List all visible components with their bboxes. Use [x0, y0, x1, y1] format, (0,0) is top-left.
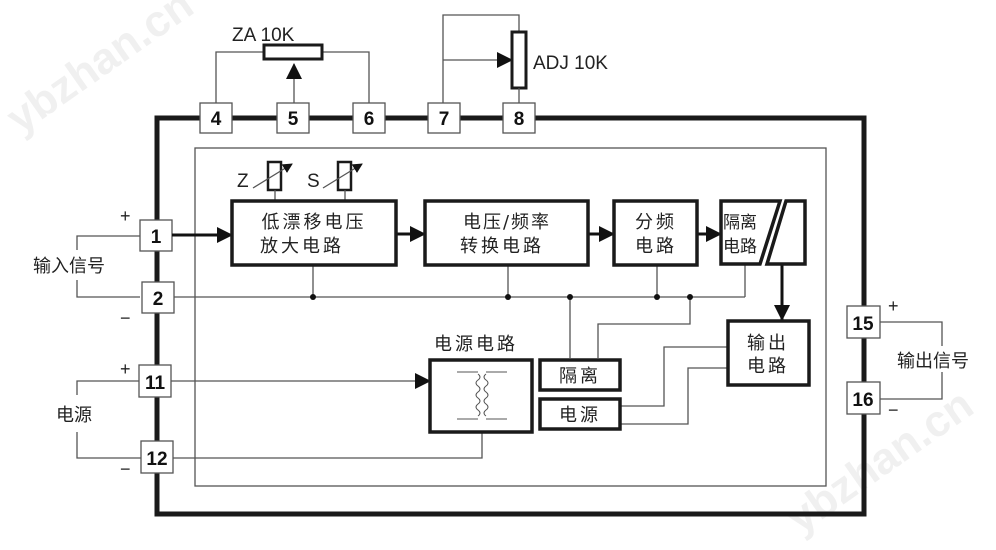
terminal-12: 12: [140, 440, 174, 474]
terminal-16: 16: [846, 381, 881, 415]
power-input-wiring: 电源 + −: [56, 359, 142, 479]
svg-text:11: 11: [145, 373, 166, 394]
svg-text:5: 5: [288, 109, 299, 130]
trim-z: Z: [237, 160, 293, 201]
board-inner: [194, 147, 827, 487]
svg-text:1: 1: [151, 227, 162, 248]
za-label: ZA 10K: [232, 25, 295, 46]
block-low-drift-amplifier: 低漂移电压 放大电路: [230, 199, 398, 267]
block-isolation-circuit: 隔离 电路: [719, 199, 807, 266]
svg-text:电源: 电源: [559, 405, 601, 426]
svg-text:隔离: 隔离: [723, 213, 757, 233]
svg-text:4: 4: [211, 109, 222, 130]
transformer-icon: [457, 371, 507, 420]
svg-text:15: 15: [852, 314, 874, 335]
svg-text:7: 7: [439, 109, 450, 130]
svg-text:S: S: [307, 171, 320, 192]
svg-text:分频: 分频: [635, 212, 677, 233]
wire-pwr-to-out-2: [620, 367, 728, 425]
wire-pwr-to-out-1: [620, 346, 728, 407]
terminal-7: 7: [427, 102, 461, 134]
svg-text:电源电路: 电源电路: [434, 334, 518, 355]
svg-text:电路: 电路: [723, 237, 757, 257]
svg-text:2: 2: [153, 289, 164, 310]
svg-text:12: 12: [146, 449, 167, 470]
terminal-8: 8: [502, 102, 536, 134]
power-label: 电源: [56, 405, 92, 426]
svg-text:8: 8: [514, 109, 525, 130]
output-signal-wiring: 输出信号 + −: [880, 296, 969, 420]
svg-text:+: +: [120, 206, 131, 226]
terminal-1: 1: [139, 219, 173, 252]
block-power-small: 电源: [538, 397, 622, 431]
svg-text:−: −: [120, 459, 131, 479]
wire-12-to-psu: [173, 432, 483, 459]
output-signal-label: 输出信号: [897, 351, 969, 372]
adj-potentiometer: ADJ 10K: [442, 14, 608, 103]
block-output-circuit: 输出 电路: [726, 319, 811, 387]
svg-text:ybzhan.cn: ybzhan.cn: [0, 0, 202, 143]
terminal-4: 4: [199, 102, 233, 134]
trim-s: S: [307, 160, 363, 201]
housing-outer: [154, 115, 867, 517]
input-signal-label: 输入信号: [33, 256, 105, 277]
za-potentiometer: ZA 10K: [215, 25, 370, 103]
svg-text:6: 6: [364, 109, 375, 130]
block-power-supply: 电源电路: [428, 334, 534, 434]
block-isolation-small: 隔离: [538, 358, 622, 392]
terminal-6: 6: [352, 102, 386, 134]
terminal-11: 11: [138, 364, 172, 398]
svg-text:放大电路: 放大电路: [260, 236, 344, 257]
svg-text:+: +: [120, 359, 131, 379]
terminal-5: 5: [276, 102, 310, 134]
svg-text:电路: 电路: [747, 356, 789, 377]
block-frequency-divider: 分频 电路: [612, 199, 699, 267]
svg-text:转换电路: 转换电路: [460, 236, 544, 257]
svg-text:16: 16: [852, 390, 873, 411]
svg-text:Z: Z: [237, 171, 249, 192]
svg-text:低漂移电压: 低漂移电压: [262, 212, 367, 233]
svg-text:电路: 电路: [635, 236, 677, 257]
svg-text:输出: 输出: [747, 333, 789, 354]
input-signal-wiring: 输入信号 + −: [33, 206, 140, 328]
svg-text:−: −: [888, 400, 899, 420]
watermark-top-left: ybzhan.cn: [0, 0, 202, 143]
ground-bus: [174, 263, 746, 358]
terminal-15: 15: [846, 305, 881, 339]
svg-text:隔离: 隔离: [559, 366, 601, 387]
block-vf-converter: 电压/频率 转换电路: [423, 199, 590, 267]
svg-text:电压/频率: 电压/频率: [463, 212, 551, 233]
adj-label: ADJ 10K: [533, 53, 608, 74]
terminal-2: 2: [141, 281, 175, 314]
svg-text:−: −: [120, 308, 131, 328]
svg-text:+: +: [888, 296, 899, 316]
